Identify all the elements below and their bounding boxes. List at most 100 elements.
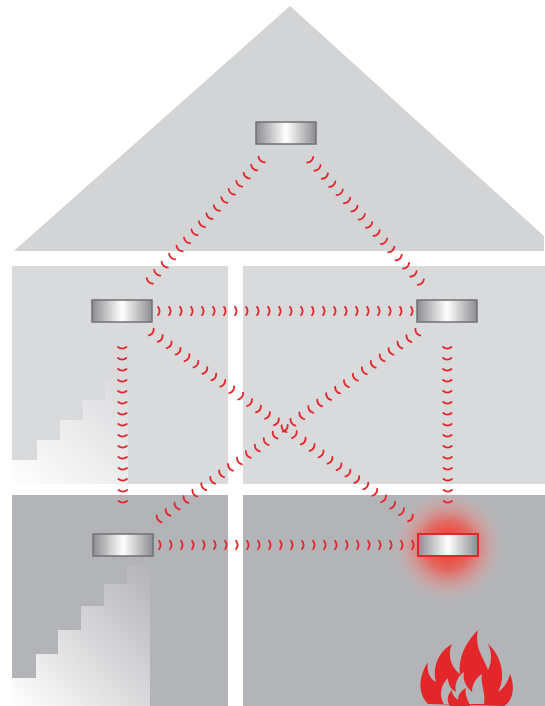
signal-wave [117, 478, 128, 482]
signal-wave [213, 539, 217, 551]
smoke-detector-lower-left [92, 533, 154, 557]
signal-wave [183, 236, 192, 245]
signal-wave [264, 411, 271, 420]
signal-wave [308, 443, 316, 452]
signal-link [442, 346, 453, 504]
signal-wave [317, 449, 325, 459]
signal-wave [246, 398, 253, 407]
signal-wave [344, 468, 352, 478]
signal-wave [201, 366, 209, 375]
signal-wave [343, 379, 350, 388]
signal-wave [212, 204, 221, 212]
signal-wave [205, 212, 214, 220]
signal-wave [223, 305, 227, 317]
signal-wave [153, 269, 162, 277]
signal-wave [416, 278, 425, 286]
signal-wave [442, 379, 453, 383]
smoke-detectors [91, 121, 479, 557]
signal-wave [307, 405, 315, 414]
signal-wave [145, 277, 154, 285]
signal-wave [158, 539, 162, 551]
signal-wave [442, 401, 453, 405]
signal-wave [378, 539, 382, 551]
signal-wave [366, 305, 370, 317]
signal-wave [250, 163, 259, 172]
signal-wave [169, 539, 173, 551]
signal-wave [442, 500, 453, 504]
signal-link [145, 155, 266, 285]
signal-wave [442, 434, 453, 438]
signal-wave [442, 357, 453, 361]
signal-wave [298, 411, 306, 421]
signal-wave [407, 513, 414, 523]
signal-wave [394, 253, 403, 262]
smoke-detector-upper-left [91, 299, 153, 323]
signal-wave [400, 539, 404, 551]
signal-wave [165, 340, 173, 350]
signal-wave [117, 445, 128, 449]
signal-wave [271, 430, 279, 440]
signal-link [117, 346, 128, 504]
signal-wave [280, 424, 288, 433]
signal-wave [253, 443, 261, 453]
signal-wave [409, 270, 418, 278]
signal-wave [442, 489, 453, 493]
signal-wave [442, 412, 453, 416]
signal-wave [117, 500, 128, 504]
signal-wave [198, 220, 206, 228]
signal-wave [117, 368, 128, 372]
signal-wave [334, 385, 341, 395]
signal-wave [174, 346, 182, 356]
smoke-detector-lower-right [417, 533, 479, 557]
signal-wave [289, 305, 293, 317]
signal-links [117, 155, 453, 551]
signal-wave [326, 456, 334, 465]
signal-wave [117, 456, 128, 460]
signal-wave [335, 462, 343, 471]
signal-link [157, 305, 414, 317]
signal-wave [262, 437, 270, 446]
signal-wave [312, 539, 316, 551]
signal-wave [220, 196, 229, 204]
signal-wave [389, 539, 393, 551]
signal-wave [200, 482, 208, 491]
signal-wave [351, 372, 359, 382]
signal-wave [180, 539, 184, 551]
signal-wave [173, 501, 181, 511]
signal-wave [245, 305, 249, 317]
signal-wave [255, 404, 262, 414]
signal-wave [414, 327, 422, 337]
signal-wave [362, 481, 370, 491]
signal-wave [320, 172, 329, 180]
signal-wave [442, 368, 453, 372]
signal-wave [343, 196, 352, 205]
signal-wave [117, 401, 128, 405]
fire-icon [420, 630, 513, 706]
signal-link [155, 327, 422, 524]
signal-wave [210, 372, 218, 382]
signal-wave [157, 305, 161, 317]
signal-wave [242, 171, 251, 180]
signal-wave [387, 245, 396, 254]
signal-wave [301, 539, 305, 551]
signal-wave [192, 359, 200, 369]
signal-wave [442, 390, 453, 394]
signal-wave [299, 436, 307, 446]
signal-wave [182, 495, 190, 504]
signal-wave [325, 392, 332, 401]
signal-wave [117, 489, 128, 493]
signal-wave [237, 391, 245, 401]
signal-wave [117, 412, 128, 416]
signal-wave [442, 423, 453, 427]
signal-wave [117, 357, 128, 361]
signal-wave [357, 213, 366, 221]
signal-wave [345, 539, 349, 551]
signal-wave [313, 164, 322, 172]
signal-wave [323, 539, 327, 551]
signal-wave [398, 507, 405, 516]
signal-wave [117, 467, 128, 471]
signal-wave [442, 456, 453, 460]
staircase-icon [12, 380, 128, 484]
signal-wave [388, 305, 392, 317]
smoke-detector-attic [255, 121, 317, 145]
